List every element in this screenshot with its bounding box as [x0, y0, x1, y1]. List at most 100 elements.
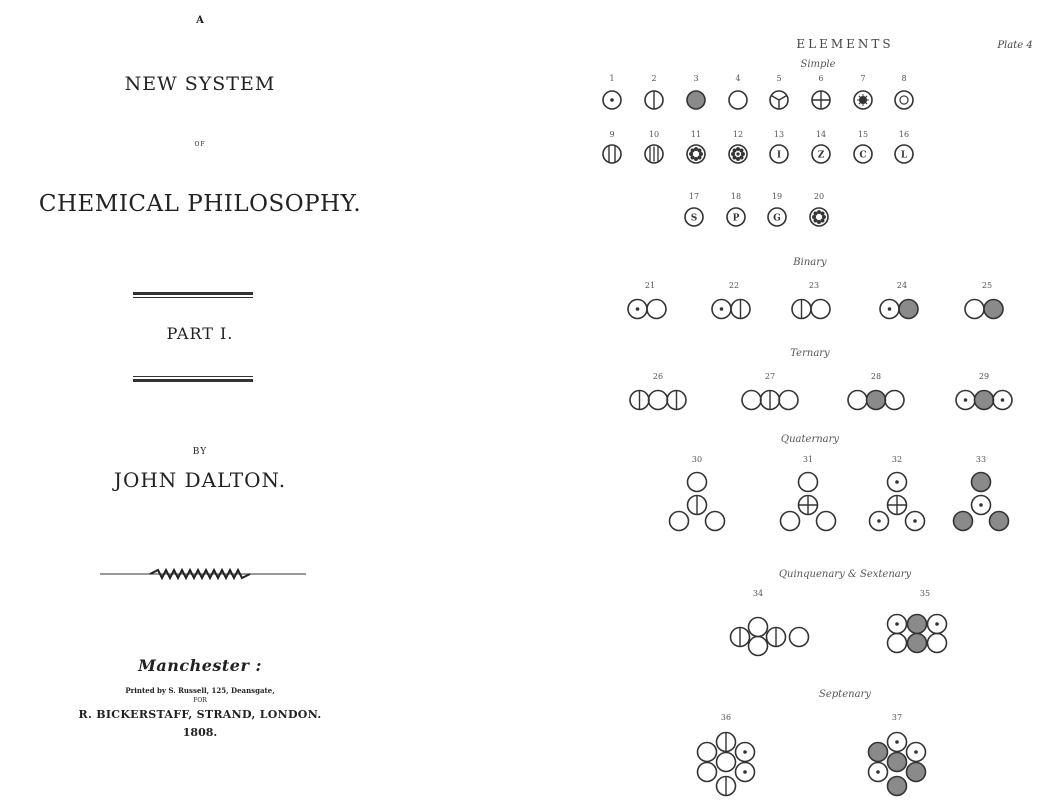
element-number: 29: [979, 372, 989, 381]
atom-empty-icon: [779, 510, 801, 532]
atom-empty-icon: [647, 389, 669, 411]
atom-gear-icon: [809, 207, 829, 227]
atom-empty-icon: [747, 616, 769, 638]
title-a: A: [196, 15, 204, 26]
atom-letter-icon: I: [769, 144, 789, 164]
element-number: 34: [753, 589, 763, 598]
atom-letter-icon: S: [684, 207, 704, 227]
atom-shaded-icon: [988, 510, 1010, 532]
element-number: 36: [721, 713, 731, 722]
element-number: 14: [816, 130, 826, 139]
atom-dot-icon: [867, 761, 889, 783]
element-number: 1: [609, 74, 614, 83]
by-label: BY: [192, 447, 208, 457]
heading-binary: Binary: [792, 257, 827, 268]
atom-empty-icon: [728, 90, 748, 110]
element-number: 28: [871, 372, 881, 381]
element-number: 7: [860, 74, 865, 83]
city-label: Manchester :: [138, 656, 262, 675]
atom-empty-icon: [668, 510, 690, 532]
element-number: 32: [892, 455, 902, 464]
rule-bottom: [133, 376, 253, 382]
element-number: 24: [897, 281, 907, 290]
element-number: 10: [649, 130, 659, 139]
atom-shaded-icon: [686, 90, 706, 110]
atom-cross-icon: [811, 90, 831, 110]
atom-vline2-icon: [602, 144, 622, 164]
atom-dot-icon: [879, 298, 900, 320]
element-number: 23: [809, 281, 819, 290]
atom-dot-icon: [904, 510, 926, 532]
year-label: 1808.: [182, 726, 218, 739]
element-number: 4: [735, 74, 740, 83]
atom-empty-icon: [704, 510, 726, 532]
element-number: 15: [858, 130, 868, 139]
atom-shaded-icon: [906, 632, 928, 654]
atom-ring-icon: [894, 90, 914, 110]
plate-label: Plate 4: [996, 40, 1032, 51]
atom-dot-icon: [868, 510, 890, 532]
atom-shaded-icon: [905, 761, 927, 783]
atom-dot-icon: [955, 389, 976, 411]
element-number: 12: [733, 130, 743, 139]
element-number: 26: [653, 372, 663, 381]
atom-empty-icon: [886, 632, 908, 654]
atom-dot-icon: [905, 741, 927, 763]
atom-shaded-icon: [898, 298, 919, 320]
svg-text:I: I: [777, 151, 781, 161]
atom-dot-icon: [602, 90, 622, 110]
atom-spokes-icon: [769, 90, 789, 110]
atom-vline-icon: [686, 494, 708, 516]
heading-simple: Simple: [800, 59, 835, 70]
element-number: 25: [982, 281, 992, 290]
atom-cross-icon: [886, 494, 908, 516]
atom-letter-icon: Z: [811, 144, 831, 164]
element-number: 20: [814, 192, 824, 201]
atom-empty-icon: [964, 298, 985, 320]
atom-empty-icon: [715, 751, 737, 773]
element-number: 27: [765, 372, 775, 381]
atom-vline-icon: [759, 389, 781, 411]
ornamental-rule: [100, 567, 306, 581]
atom-empty-icon: [884, 389, 905, 411]
atom-vline-icon: [765, 626, 787, 648]
publisher-line: R. BICKERSTAFF, STRAND, LONDON.: [78, 708, 322, 721]
atom-empty-icon: [926, 632, 948, 654]
element-number: 35: [920, 589, 930, 598]
element-number: 6: [818, 74, 823, 83]
atom-dot-icon: [992, 389, 1013, 411]
atom-dot-icon: [926, 613, 948, 635]
element-number: 22: [729, 281, 739, 290]
atom-vline-icon: [715, 731, 737, 753]
atom-shaded-icon: [886, 775, 908, 797]
title-page: A NEW SYSTEM OF CHEMICAL PHILOSOPHY. PAR…: [0, 0, 400, 799]
title-of: OF: [194, 141, 206, 148]
plate-title: ELEMENTS: [796, 37, 893, 51]
atom-empty-icon: [696, 741, 718, 763]
title-line-1: NEW SYSTEM: [124, 73, 276, 95]
element-number: 19: [772, 192, 782, 201]
atom-shaded-icon: [952, 510, 974, 532]
atom-empty-icon: [815, 510, 837, 532]
atom-shaded-icon: [867, 741, 889, 763]
atom-empty-icon: [797, 471, 819, 493]
element-number: 3: [693, 74, 698, 83]
atom-dot-icon: [970, 494, 992, 516]
atom-dot-icon: [886, 731, 908, 753]
for-label: FOR: [193, 697, 207, 704]
atom-letter-icon: L: [894, 144, 914, 164]
atom-dot-icon: [734, 741, 756, 763]
atom-empty-icon: [788, 626, 810, 648]
atom-empty-icon: [646, 298, 667, 320]
atom-shaded-icon: [973, 389, 995, 411]
atom-vline-icon: [730, 298, 751, 320]
element-number: 13: [774, 130, 784, 139]
atom-empty-icon: [696, 761, 718, 783]
atom-dot-icon: [711, 298, 732, 320]
atom-letter-icon: G: [767, 207, 787, 227]
printer-line: Printed by S. Russell, 125, Deansgate,: [125, 686, 275, 695]
atom-vline-icon: [666, 389, 687, 411]
element-number: 9: [609, 130, 614, 139]
title-line-2: CHEMICAL PHILOSOPHY.: [38, 191, 362, 217]
heading-quinquenary: Quinquenary & Sextenary: [779, 569, 912, 580]
